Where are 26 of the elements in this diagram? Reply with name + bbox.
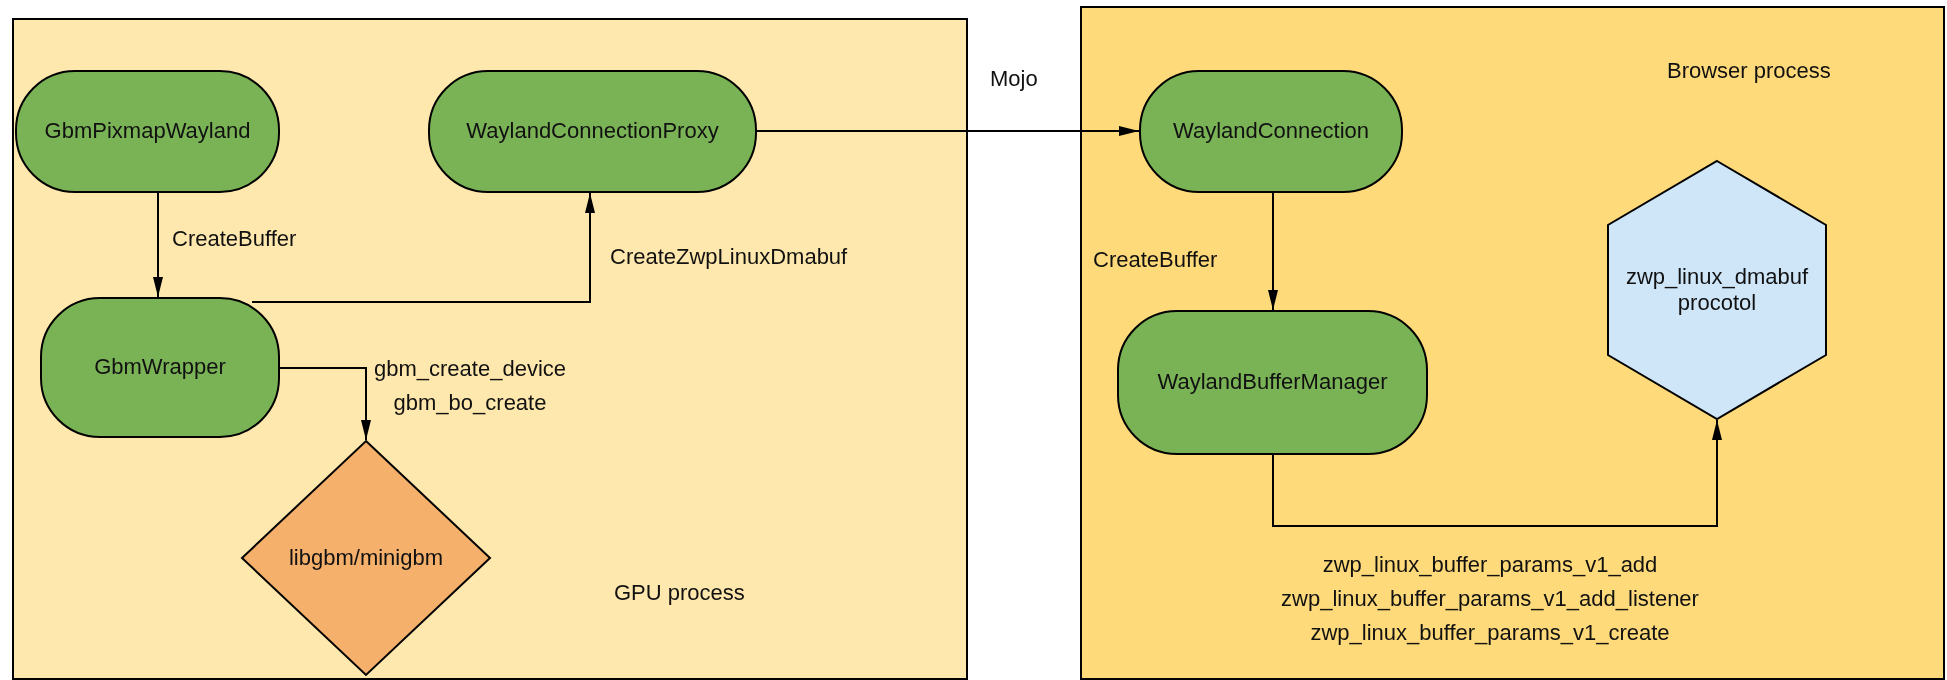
node-label: zwp_linux_dmabuf procotol [1624,263,1810,317]
node-label: GbmPixmapWayland [44,118,251,145]
arrow [756,126,1140,136]
edge-label: CreateZwpLinuxDmabuf [610,243,848,271]
edge-label: Mojo [990,65,1038,93]
arrow [251,192,595,303]
edge-label: CreateBuffer [172,225,297,253]
process-container [1080,6,1945,680]
process-title: GPU process [614,580,745,606]
edge-label: zwp_linux_buffer_params_v1_add zwp_linux_buffer_params_v1_add_listener zwp_linux_buffer_params_v1_create [1281,551,1699,648]
process-node [15,70,280,193]
node-label: WaylandConnection [1172,118,1370,145]
arrow [1272,419,1722,527]
protocol-hexagon [1607,160,1827,420]
library-diamond [241,440,491,676]
node-label: WaylandConnectionProxy [466,118,719,145]
edge-label: gbm_create_device gbm_bo_create [374,355,566,418]
node-label: libgbm/minigbm [288,544,444,572]
node-label: GbmWrapper [94,354,226,381]
arrow [1268,192,1278,311]
arrow [279,367,371,441]
arrow [153,192,163,298]
process-container [12,18,968,680]
process-title: Browser process [1667,58,1831,84]
edge-label: CreateBuffer [1093,246,1218,274]
node-label: WaylandBufferManager [1157,369,1388,396]
